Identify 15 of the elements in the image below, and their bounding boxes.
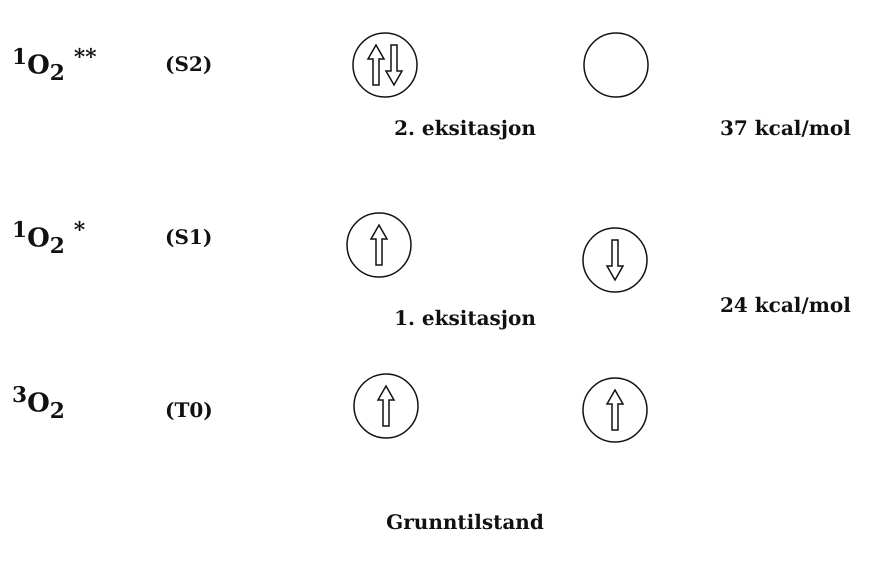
state-label: (S2) [165,52,212,76]
level-caption: Grunntilstand [386,510,544,534]
orbital-circle [581,226,649,294]
orbital-circle [582,31,650,99]
state-label: (S1) [165,225,212,249]
orbital-circle [581,376,649,444]
energy-value: 37 kcal/mol [720,116,851,140]
orbital-circle [352,372,420,440]
state-label: (T0) [165,398,213,422]
orbital-circle [345,211,413,279]
level-caption: 1. eksitasjon [394,306,536,330]
level-caption: 2. eksitasjon [394,116,536,140]
energy-value: 24 kcal/mol [720,293,851,317]
orbital-circle [351,31,419,99]
state-symbol: $^{3}$O$_{2}$ [12,383,65,425]
